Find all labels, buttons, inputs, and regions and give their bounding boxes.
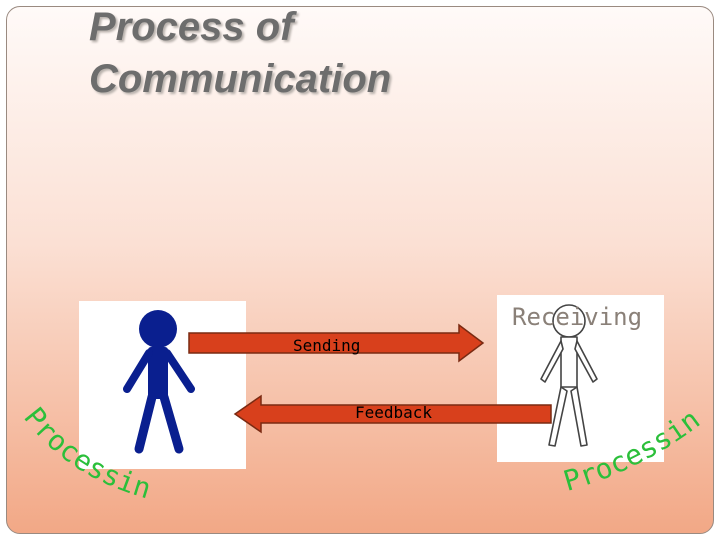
feedback-arrow — [233, 394, 552, 434]
receiver-stick-figure — [540, 304, 598, 447]
sending-label: Sending — [293, 336, 361, 355]
stick-figure-icon — [123, 310, 195, 454]
receiving-label: Receiving — [512, 303, 643, 331]
title-line-2: Communication — [89, 57, 392, 101]
slide: Process of Communication — [6, 6, 714, 534]
sender-stick-figure — [123, 310, 195, 454]
processing-right-label: Processing — [7, 7, 706, 498]
feedback-label: Feedback — [355, 403, 433, 422]
sender-figure-card — [79, 301, 246, 469]
processing-left-label: Processing — [7, 7, 155, 505]
stick-figure-outline-icon — [540, 304, 598, 447]
title-line-1: Process of — [89, 6, 294, 49]
sending-arrow — [188, 323, 485, 363]
slide-title: Process of Communication — [89, 6, 392, 105]
processing-text-layer: Processing Processing — [7, 7, 706, 505]
receiver-figure-card — [497, 295, 664, 462]
